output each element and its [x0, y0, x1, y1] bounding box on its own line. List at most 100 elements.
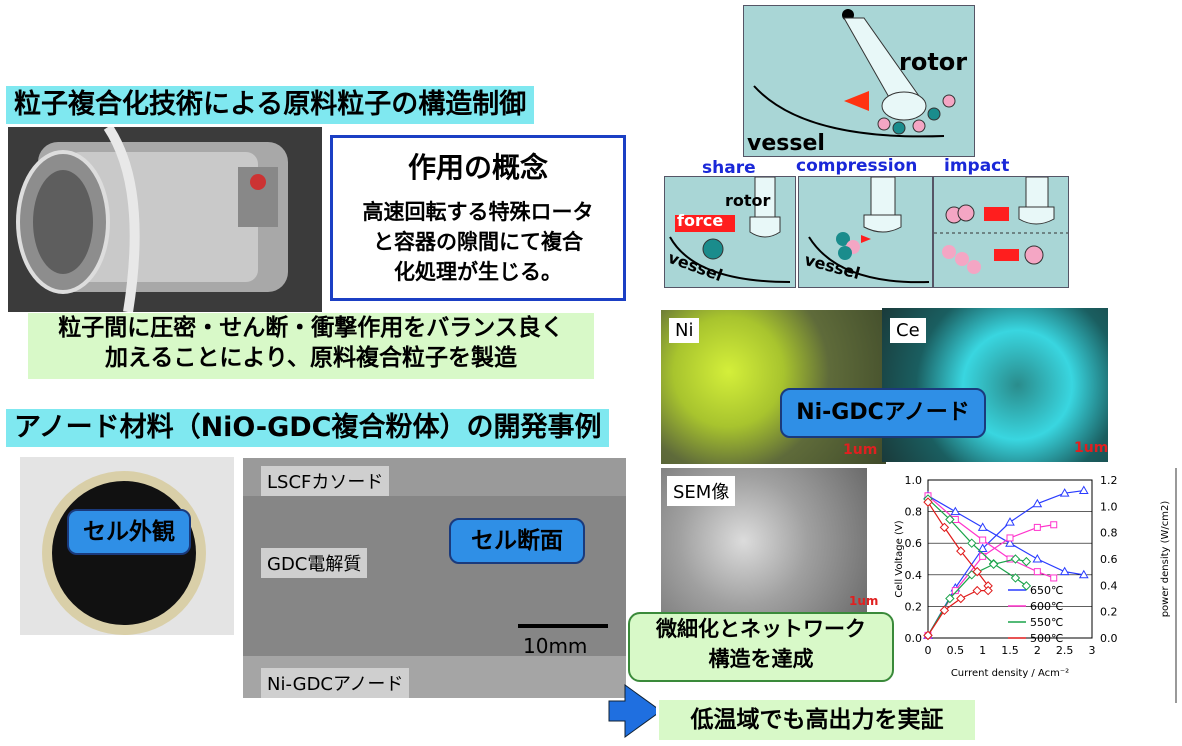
data-point [1021, 556, 1032, 567]
section-heading-top: 粒子複合化技術による原料粒子の構造制御 [6, 86, 535, 124]
scale-label: 10mm [523, 634, 588, 658]
data-point [1006, 534, 1014, 542]
x-tick-label: 3 [1089, 644, 1096, 657]
share-label: share [702, 158, 756, 178]
sem-label: SEM像 [667, 476, 736, 506]
result-callout: 低温域でも高出力を実証 [659, 700, 975, 740]
x-axis-label: Current density / Acm⁻² [951, 668, 1069, 679]
data-point [1078, 569, 1089, 579]
data-point [972, 566, 982, 577]
data-point [923, 630, 933, 641]
cell-photo: セル外観 [20, 457, 234, 635]
ni-gdc-anode-callout: Ni-GDCアノード [780, 388, 986, 438]
data-point [983, 585, 993, 596]
share-drawing [669, 176, 791, 283]
ni-label: Ni [669, 318, 700, 343]
y-left-tick-label: 1.0 [905, 474, 923, 487]
cross-section-image: LSCFカソード GDC電解質 Ni-GDCアノード セル断面 10mm [243, 458, 626, 698]
data-point [1032, 498, 1043, 508]
data-point [950, 506, 961, 516]
rotor-small-label: rotor [725, 191, 771, 210]
y-left-tick-label: 0.4 [905, 569, 923, 582]
y-right-tick-label: 0.4 [1100, 579, 1118, 592]
concept-body-line2: と容器の隙間にて複合 [373, 230, 583, 254]
data-point [1005, 538, 1015, 547]
particle-note-line2: 加えることにより、原料複合粒子を製造 [105, 345, 517, 371]
data-point [977, 522, 988, 531]
y-left-tick-label: 0.0 [905, 632, 923, 645]
machine-illustration [8, 127, 322, 312]
y-left-tick-label: 0.8 [905, 506, 923, 519]
legend-label: 550℃ [1030, 616, 1063, 629]
data-point [1021, 581, 1032, 591]
legend-label: 500℃ [1030, 632, 1063, 645]
sem-image: SEM像 1um [661, 468, 878, 614]
gdc-label: GDC電解質 [261, 548, 368, 578]
cross-section-label: セル断面 [449, 518, 585, 564]
data-point [967, 538, 977, 548]
y-right-tick-label: 1.0 [1100, 500, 1118, 513]
data-point [939, 522, 950, 533]
ni-gdc-anode-label: Ni-GDCアノード [261, 668, 410, 698]
rotor-label: rotor [899, 48, 968, 76]
data-point [977, 543, 988, 552]
impact-panel [933, 176, 1069, 288]
force-label: force [677, 211, 724, 230]
y-right-axis-label: power density (W/cm2) [1160, 501, 1171, 618]
x-tick-label: 0 [925, 644, 932, 657]
compression-panel: vessel [798, 176, 933, 288]
legend-label: 600℃ [1030, 600, 1063, 613]
sem-scale: 1um [849, 594, 879, 608]
machine-photo [8, 127, 322, 312]
legend-label: 650℃ [1030, 584, 1063, 597]
cell-appearance-label: セル外観 [67, 509, 191, 555]
concept-body-line3: 化処理が生じる。 [394, 260, 562, 284]
ni-scale: 1um [843, 442, 878, 458]
y-right-tick-label: 1.2 [1100, 474, 1118, 487]
y-left-axis-label: Cell Voltage (V) [894, 520, 905, 597]
concept-body-line1: 高速回転する特殊ロータ [362, 200, 594, 224]
x-tick-label: 2.5 [1056, 644, 1074, 657]
data-point [956, 593, 966, 604]
data-point [945, 593, 955, 604]
data-point [1050, 521, 1058, 529]
x-tick-label: 2 [1034, 644, 1041, 657]
y-right-tick-label: 0.6 [1100, 553, 1118, 566]
scale-bar [518, 624, 608, 628]
data-point [979, 536, 987, 544]
data-point [1033, 568, 1041, 576]
concept-box: 作用の概念 高速回転する特殊ロータ と容器の隙間にて複合 化処理が生じる。 [330, 135, 626, 301]
ni-map: Ni 1um [661, 310, 886, 464]
data-point [1050, 574, 1058, 582]
y-left-tick-label: 0.2 [905, 600, 923, 613]
data-point [1033, 523, 1041, 531]
data-point [1010, 554, 1021, 564]
particle-note-line1: 粒子間に圧密・せん断・衝撃作用をバランス良く [58, 315, 564, 341]
data-point [1010, 573, 1021, 583]
network-line1: 微細化とネットワーク [656, 617, 866, 641]
y-right-tick-label: 0.0 [1100, 632, 1118, 645]
network-callout: 微細化とネットワーク 構造を達成 [628, 612, 894, 682]
ce-scale: 1um [1074, 440, 1109, 456]
data-point [1078, 485, 1089, 495]
iv-chart: 0.0 0.2 0.4 0.6 0.8 1.0 0.0 0.2 0.4 0.6 0.8 1.0 1.2 0… [894, 468, 1177, 703]
y-right-tick-label: 0.2 [1100, 606, 1118, 619]
particle-note: 粒子間に圧密・せん断・衝撃作用をバランス良く 加えることにより、原料複合粒子を製… [28, 313, 594, 379]
data-point [951, 587, 959, 595]
compression-label: compression [796, 156, 918, 176]
x-tick-label: 0.5 [947, 644, 965, 657]
lscf-label: LSCFカソード [261, 466, 390, 496]
ce-map: Ce 1um [882, 308, 1108, 462]
data-point [1059, 488, 1070, 497]
section-heading-anode: アノード材料（NiO-GDC複合粉体）の開発事例 [6, 409, 610, 447]
impact-drawing [934, 176, 1068, 274]
data-point [956, 546, 966, 556]
y-left-tick-label: 0.6 [905, 537, 923, 550]
ce-label: Ce [890, 318, 926, 343]
data-point [1059, 566, 1070, 576]
vessel-label: vessel [747, 131, 825, 156]
data-point [972, 585, 982, 596]
data-point [939, 605, 950, 616]
y-right-tick-label: 0.8 [1100, 527, 1118, 540]
share-panel: rotor force vessel [664, 176, 796, 288]
